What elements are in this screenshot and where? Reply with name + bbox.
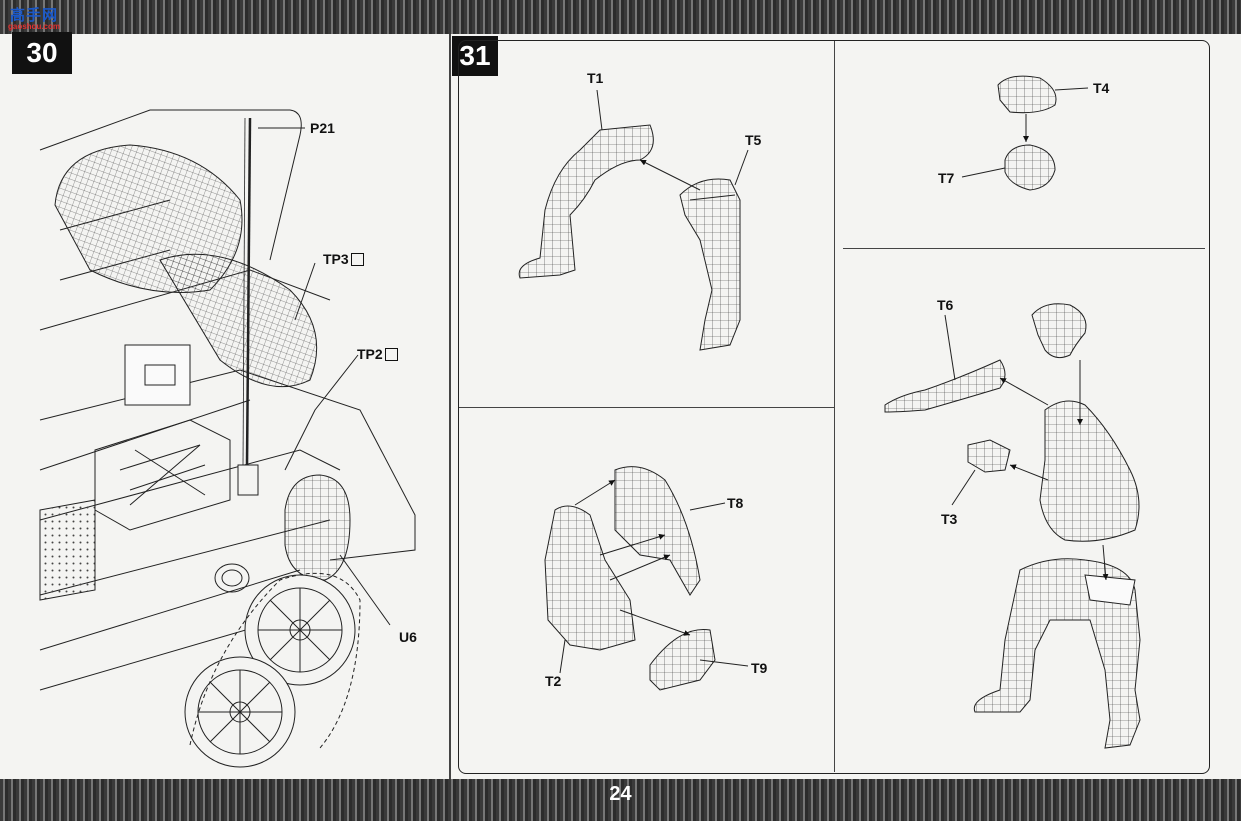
page-number: 24 <box>609 783 632 805</box>
step-31-frame <box>458 40 1210 774</box>
page-divider <box>449 34 451 779</box>
label-t1: T1 <box>587 70 604 86</box>
figure-assembly-drawing <box>884 303 1141 749</box>
site-logo: 高手网 gaoshou.com <box>6 2 70 32</box>
label-t4: T4 <box>1093 80 1110 96</box>
label-t7: T7 <box>938 170 955 186</box>
label-tp3: TP3 <box>323 251 364 267</box>
legs-assembly-drawing <box>518 89 749 351</box>
label-t6: T6 <box>937 297 954 313</box>
label-t3: T3 <box>941 511 958 527</box>
label-t2: T2 <box>545 673 562 689</box>
panel-divider-right-horizontal <box>843 248 1205 249</box>
heart-icon <box>384 347 398 361</box>
step-30-badge: 30 <box>12 32 72 74</box>
logo-subtitle: gaoshou.com <box>8 22 61 31</box>
label-t5: T5 <box>745 132 762 148</box>
head-assembly-drawing <box>961 75 1089 191</box>
vehicle-drawing <box>39 109 416 768</box>
bottom-banner <box>0 779 1241 821</box>
heart-icon <box>350 252 364 266</box>
label-tp2-text: TP2 <box>357 346 383 362</box>
panel-divider-left-horizontal <box>459 407 834 408</box>
label-p21: P21 <box>310 120 335 136</box>
step-31-badge: 31 <box>452 36 498 76</box>
logo-title: 高手网 <box>10 6 59 24</box>
label-t9: T9 <box>751 660 768 676</box>
label-tp2: TP2 <box>357 346 398 362</box>
label-t8: T8 <box>727 495 744 511</box>
panel-divider-vertical <box>834 41 835 772</box>
top-banner <box>0 0 1241 34</box>
label-tp3-text: TP3 <box>323 251 349 267</box>
label-u6: U6 <box>399 629 417 645</box>
torso-assembly-drawing <box>544 466 749 691</box>
